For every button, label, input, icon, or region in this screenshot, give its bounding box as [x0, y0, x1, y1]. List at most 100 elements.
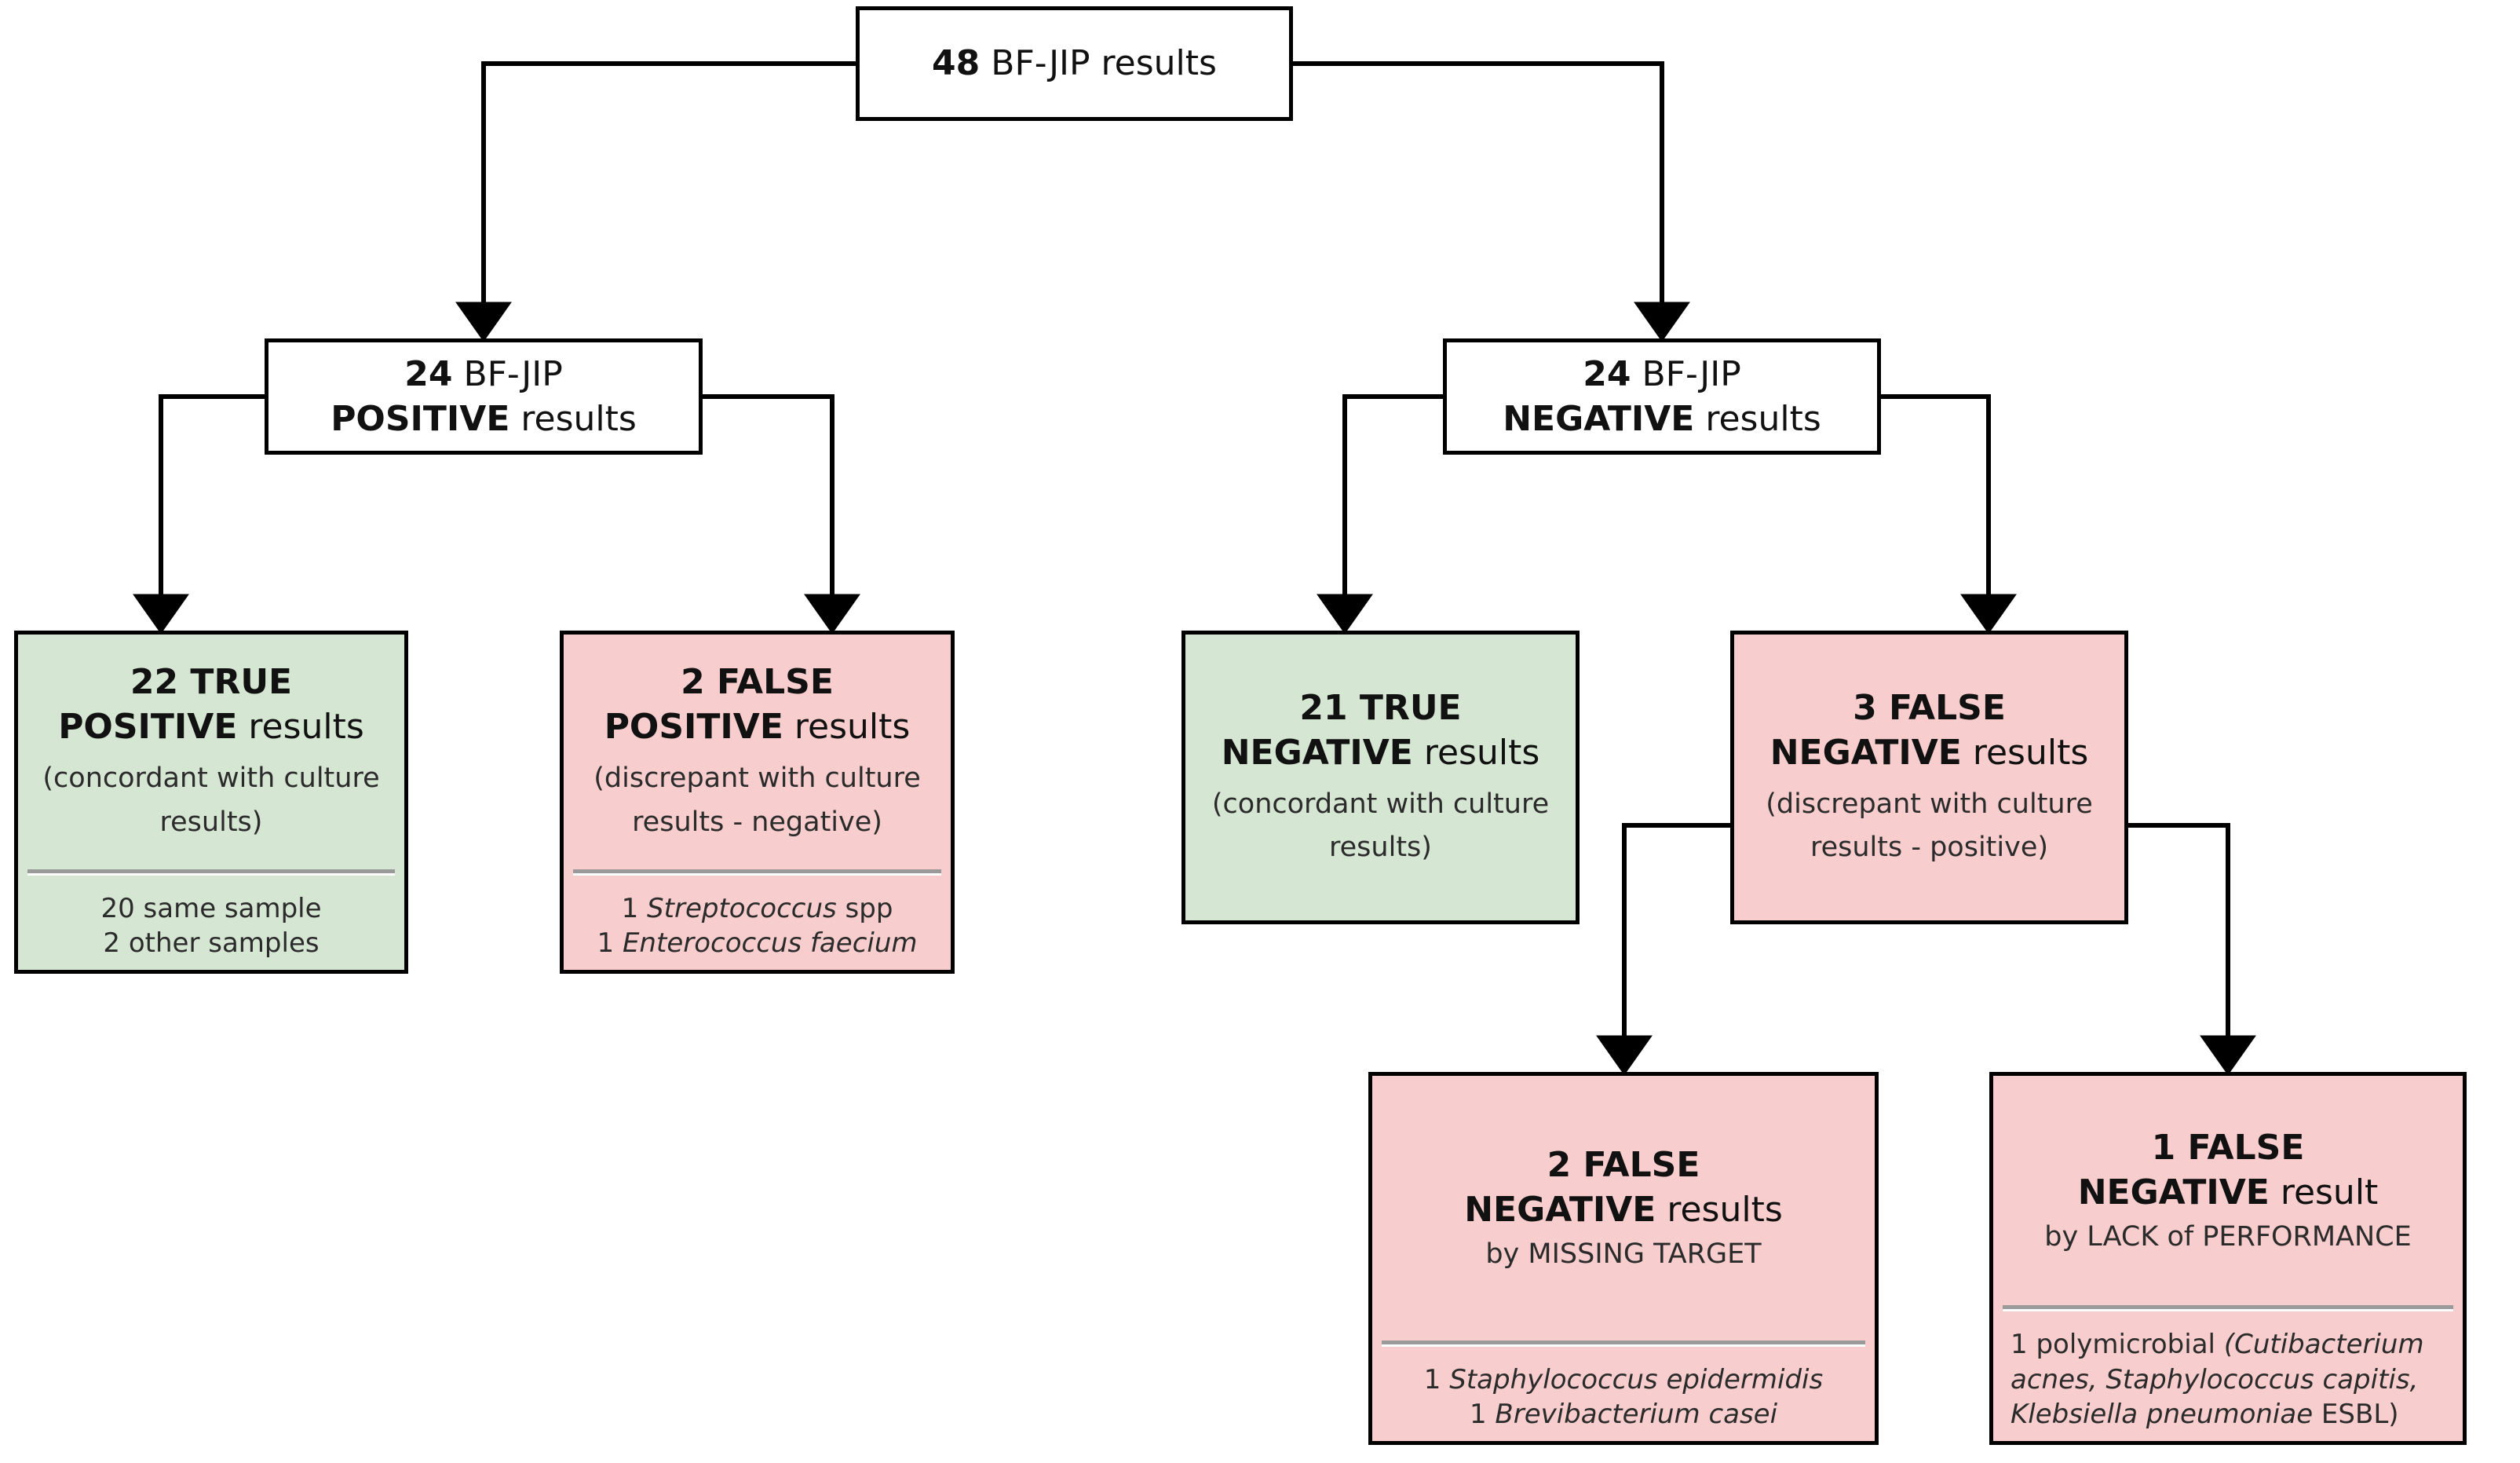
- node-false-negative-title: 3 FALSE NEGATIVE results: [1770, 686, 2089, 775]
- node-bf-jip-positive: 24 BF-JIP POSITIVE results: [265, 338, 703, 455]
- node-root-bf-jip-results: 48 BF-JIP results: [856, 6, 1293, 121]
- detail-item: 1 Enterococcus faecium: [576, 926, 938, 960]
- node-false-negative-line1: 3 FALSE: [1853, 687, 2006, 728]
- node-positive-count: 24: [404, 353, 453, 394]
- node-false-negative-note-l2: results - positive): [1810, 832, 2049, 864]
- detail-item-count: 1: [1469, 1398, 1496, 1430]
- node-true-negative-head: 21 TRUE NEGATIVE results (concordant wit…: [1185, 635, 1576, 920]
- node-negative-line1: 24 BF-JIP: [1583, 354, 1741, 394]
- node-false-positive-line2-rest: results: [783, 707, 911, 748]
- node-fnmt-line2-rest: results: [1656, 1189, 1783, 1230]
- node-fnlp-details: 1 polymicrobial (Cutibacterium acnes, St…: [1993, 1311, 2463, 1441]
- node-fnmt-divider: [1382, 1340, 1865, 1347]
- detail-item-count: 1: [597, 927, 623, 959]
- detail-item: 1 Staphylococcus epidermidis: [1385, 1362, 1862, 1397]
- detail-item-count: 1: [1423, 1363, 1450, 1395]
- node-false-negative-strong: NEGATIVE: [1769, 732, 1962, 773]
- node-positive-line1-rest: BF-JIP: [452, 353, 563, 394]
- node-positive-line2-rest: results: [509, 399, 637, 439]
- node-false-positive-note: (discrepant with culture results - negat…: [575, 757, 940, 844]
- node-false-positive-details: 1 Streptococcus spp 1 Enterococcus faeci…: [564, 876, 951, 970]
- node-true-positive-title: 22 TRUE POSITIVE results: [58, 660, 364, 749]
- node-false-positive: 2 FALSE POSITIVE results (discrepant wit…: [560, 631, 955, 974]
- node-false-positive-note-l1: (discrepant with culture: [593, 763, 921, 795]
- node-true-positive-divider: [27, 869, 395, 876]
- node-root-title: 48 BF-JIP results: [932, 41, 1217, 86]
- edge-positive-to-fp: [703, 394, 860, 635]
- edge-negative-to-tn: [1317, 394, 1443, 635]
- node-root-count: 48: [932, 43, 981, 84]
- node-true-positive-note: (concordant with culture results): [29, 757, 393, 844]
- node-bf-jip-negative: 24 BF-JIP NEGATIVE results: [1443, 338, 1881, 455]
- node-true-negative-line2-rest: results: [1412, 732, 1540, 773]
- node-fnlp-title: 1 FALSE NEGATIVE result: [2078, 1125, 2379, 1215]
- detail-item-suffix: spp: [836, 892, 893, 924]
- node-fnmt-strong: NEGATIVE: [1464, 1189, 1656, 1230]
- detail-item: Klebsiella pneumoniae ESBL): [2011, 1397, 2450, 1432]
- node-negative-line1-rest: BF-JIP: [1631, 353, 1741, 394]
- node-fnmt-note: by MISSING TARGET: [1485, 1238, 1762, 1270]
- node-true-positive-note-l2: results): [159, 806, 263, 838]
- edge-root-to-negative: [1293, 61, 1690, 342]
- detail-item-species: Streptococcus: [647, 892, 837, 924]
- edge-positive-to-tp: [133, 394, 265, 635]
- node-false-positive-divider: [573, 869, 941, 876]
- node-true-negative-line1: 21 TRUE: [1299, 687, 1462, 728]
- node-root-label: BF-JIP results: [980, 43, 1217, 84]
- node-true-negative-note-l2: results): [1329, 832, 1432, 864]
- node-false-negative-line2-rest: results: [1961, 732, 2089, 773]
- node-positive-body: 24 BF-JIP POSITIVE results: [268, 342, 699, 451]
- node-fnlp-strong: NEGATIVE: [2077, 1172, 2270, 1212]
- node-true-positive-note-l1: (concordant with culture: [42, 763, 380, 795]
- node-true-negative-note-l1: (concordant with culture: [1211, 788, 1550, 820]
- node-negative-body: 24 BF-JIP NEGATIVE results: [1447, 342, 1877, 451]
- node-false-positive-title: 2 FALSE POSITIVE results: [604, 660, 911, 749]
- node-false-negative-missing-target: 2 FALSE NEGATIVE results by MISSING TARG…: [1368, 1072, 1879, 1445]
- node-fnlp-divider: [2003, 1305, 2453, 1312]
- node-fnlp-line1: 1 FALSE: [2151, 1127, 2305, 1168]
- detail-item-species: (Cutibacterium: [2223, 1329, 2424, 1361]
- node-false-negative-note-l1: (discrepant with culture: [1766, 788, 2093, 820]
- node-false-positive-note-l2: results - negative): [632, 806, 882, 838]
- node-true-positive-line1: 22 TRUE: [130, 661, 293, 702]
- edge-fn-to-missing: [1596, 823, 1730, 1076]
- node-fnlp-line2-rest: result: [2269, 1172, 2379, 1212]
- edge-root-to-positive: [455, 61, 856, 342]
- node-root-body: 48 BF-JIP results: [860, 10, 1289, 117]
- node-false-negative-lack-performance: 1 FALSE NEGATIVE result by LACK of PERFO…: [1989, 1072, 2467, 1445]
- node-true-positive-details: 20 same sample 2 other samples: [18, 876, 404, 970]
- detail-item: 20 same sample: [100, 892, 322, 924]
- node-true-positive-strong: POSITIVE: [58, 707, 238, 748]
- node-fnmt-head: 2 FALSE NEGATIVE results by MISSING TARG…: [1372, 1076, 1875, 1340]
- node-fnlp-note: by LACK of PERFORMANCE: [2044, 1220, 2412, 1253]
- node-fnmt-line1: 2 FALSE: [1547, 1144, 1700, 1185]
- node-true-positive-head: 22 TRUE POSITIVE results (concordant wit…: [18, 635, 404, 869]
- node-false-negative: 3 FALSE NEGATIVE results (discrepant wit…: [1730, 631, 2128, 924]
- detail-item: 1 Brevibacterium casei: [1385, 1397, 1862, 1432]
- node-true-positive-line2-rest: results: [237, 707, 364, 748]
- detail-item: acnes, Staphylococcus capitis,: [2011, 1362, 2450, 1397]
- detail-item-species: Enterococcus faecium: [622, 927, 918, 959]
- node-fnmt-title: 2 FALSE NEGATIVE results: [1464, 1143, 1783, 1232]
- node-false-negative-note: (discrepant with culture results - posit…: [1745, 783, 2113, 870]
- node-negative-line2: NEGATIVE results: [1503, 399, 1821, 439]
- node-false-positive-line1: 2 FALSE: [681, 661, 834, 702]
- detail-item: 1 polymicrobial (Cutibacterium: [2011, 1327, 2450, 1362]
- node-true-negative: 21 TRUE NEGATIVE results (concordant wit…: [1181, 631, 1580, 924]
- node-negative-line2-rest: results: [1694, 399, 1821, 439]
- detail-item-species: acnes, Staphylococcus capitis,: [2011, 1363, 2419, 1395]
- edge-negative-to-fn: [1881, 394, 2017, 635]
- detail-item: 1 Streptococcus spp: [576, 891, 938, 926]
- detail-item-species: Brevibacterium casei: [1495, 1398, 1778, 1430]
- detail-item-species: Staphylococcus epidermidis: [1449, 1363, 1824, 1395]
- node-negative-count: 24: [1583, 353, 1631, 394]
- node-positive-strong: POSITIVE: [331, 399, 510, 439]
- node-positive-title: 24 BF-JIP POSITIVE results: [331, 352, 637, 441]
- node-negative-strong: NEGATIVE: [1503, 399, 1695, 439]
- node-true-negative-note: (concordant with culture results): [1196, 783, 1565, 870]
- node-false-negative-head: 3 FALSE NEGATIVE results (discrepant wit…: [1734, 635, 2124, 920]
- detail-item: 2 other samples: [103, 927, 320, 959]
- node-negative-title: 24 BF-JIP NEGATIVE results: [1503, 352, 1821, 441]
- node-true-negative-title: 21 TRUE NEGATIVE results: [1222, 686, 1540, 775]
